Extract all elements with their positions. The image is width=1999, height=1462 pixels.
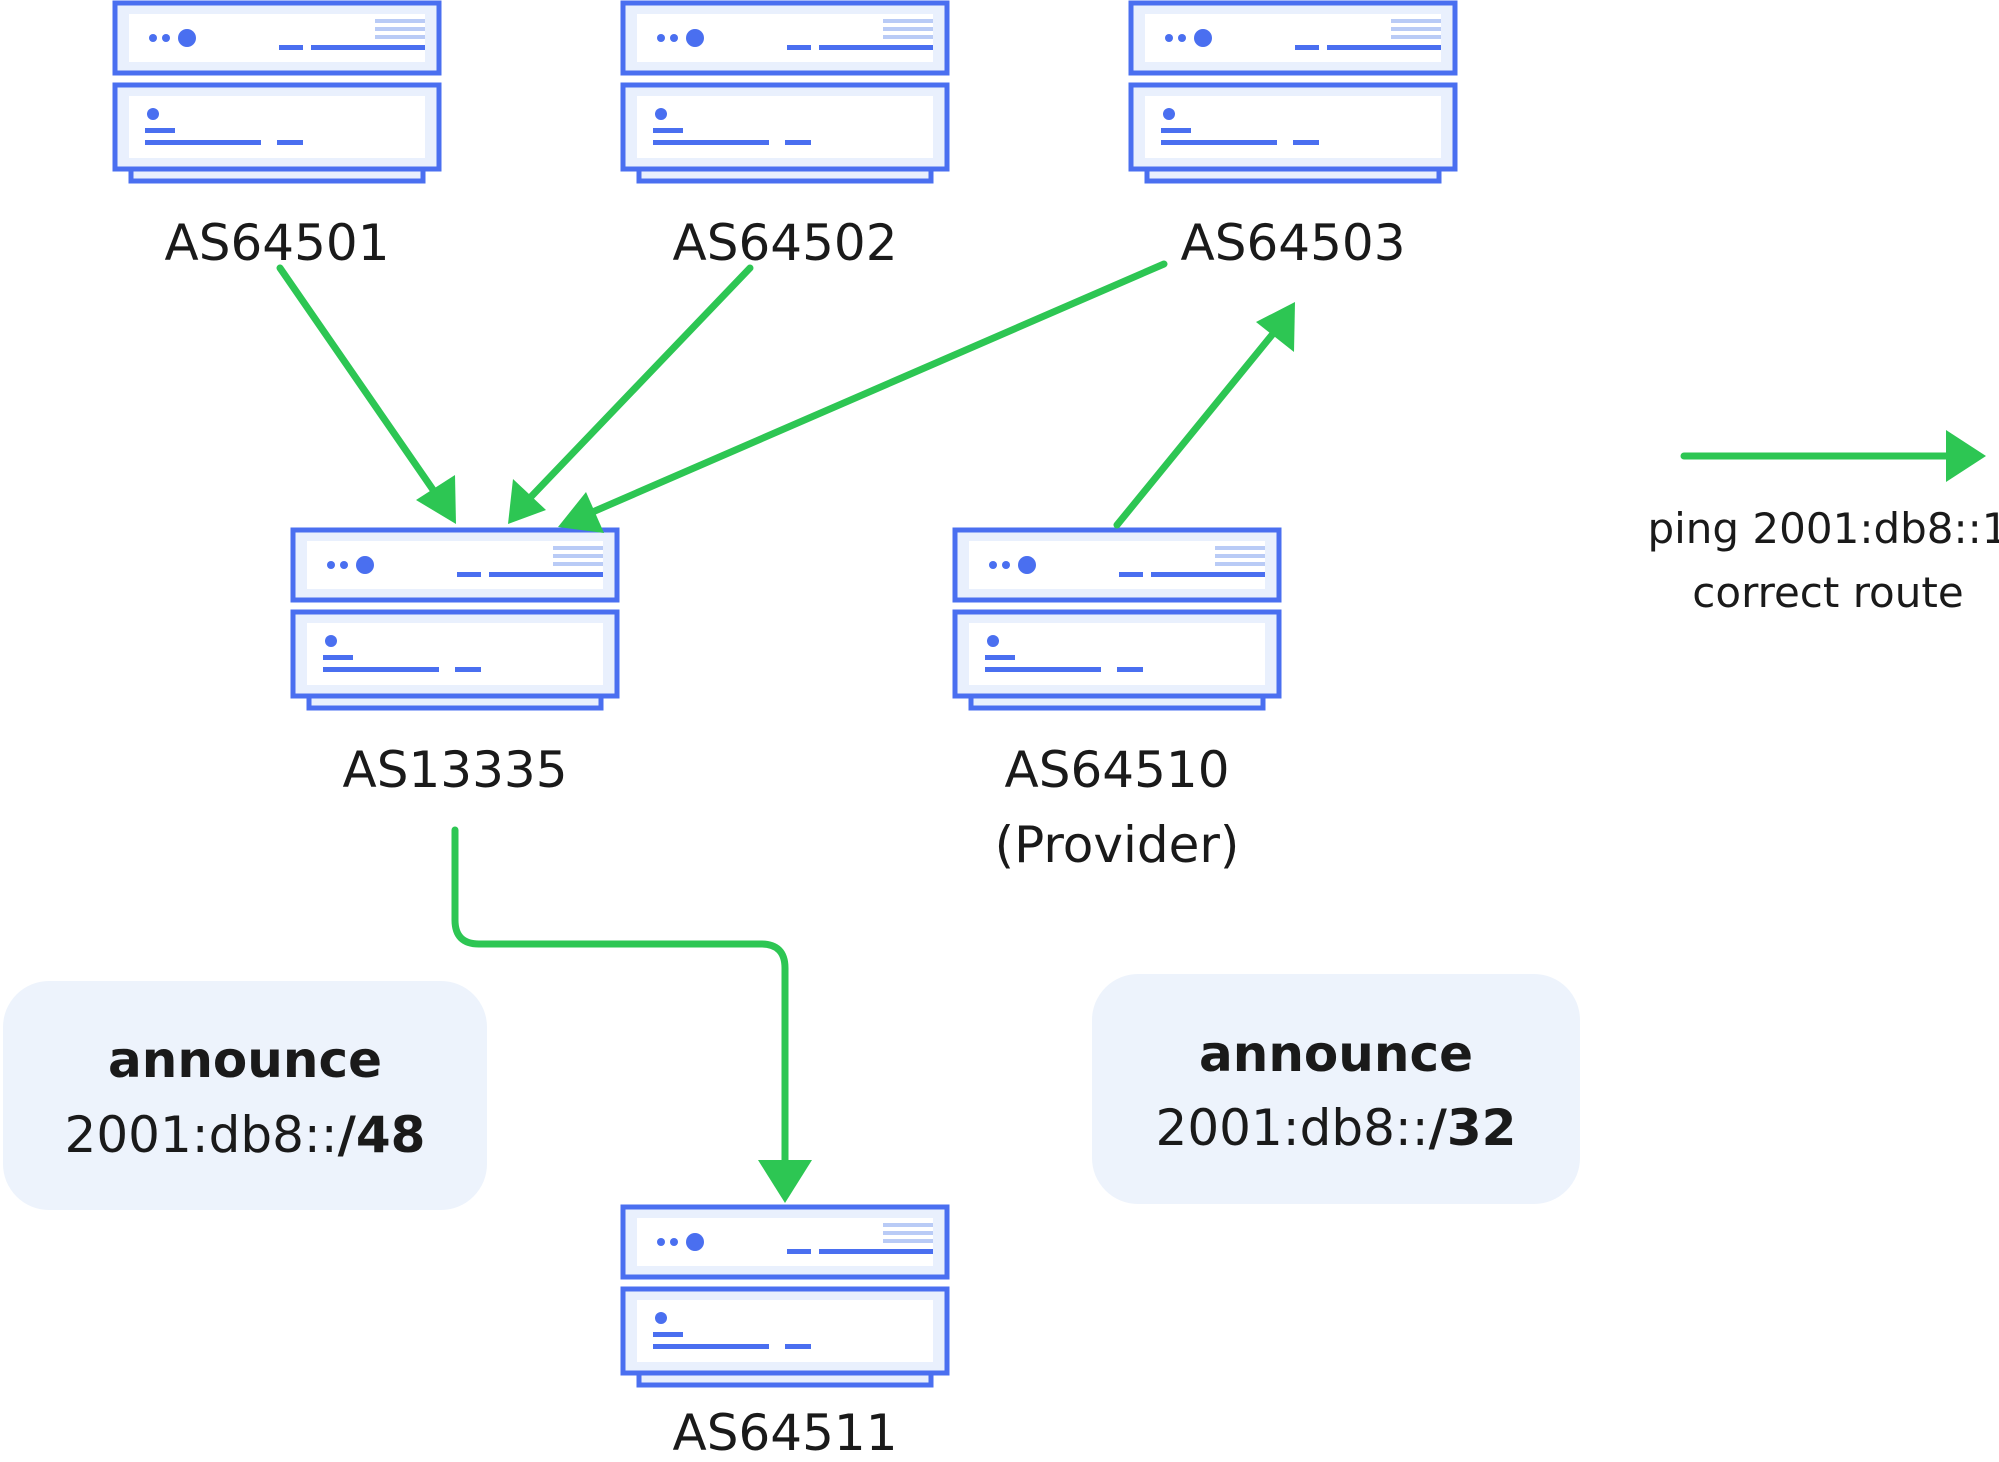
server-rack-icon	[1131, 3, 1455, 181]
route-as64503-to-as13335	[558, 260, 1168, 533]
node-as64511: AS64511	[623, 1207, 947, 1462]
route-as64501-to-as13335	[276, 264, 456, 524]
server-rack-icon	[115, 3, 439, 181]
announce-prefix-length: /48	[338, 1106, 426, 1164]
server-rack-icon	[955, 530, 1279, 708]
announce-box-right: announce 2001:db8::/32	[1092, 974, 1580, 1204]
announce-box-left: announce 2001:db8::/48	[3, 981, 487, 1210]
announce-prefix: 2001:db8::/32	[1156, 1099, 1517, 1157]
node-label: AS64501	[165, 214, 390, 272]
legend-label-ping: ping 2001:db8::1	[1647, 504, 1999, 553]
node-label: AS64511	[673, 1404, 898, 1462]
node-label: AS13335	[343, 741, 568, 799]
announce-prefix-length: /32	[1429, 1099, 1517, 1157]
legend: ping 2001:db8::1 correct route	[1647, 430, 1999, 617]
announce-title: announce	[1199, 1025, 1473, 1083]
announce-title: announce	[108, 1031, 382, 1089]
node-as64510: AS64510 (Provider)	[955, 530, 1279, 874]
node-as64502: AS64502	[623, 3, 947, 272]
route-as13335-to-as64511	[451, 826, 812, 1203]
announce-prefix-address: 2001:db8::	[1156, 1099, 1429, 1157]
legend-label-route: correct route	[1692, 568, 1963, 617]
node-as64501: AS64501	[115, 3, 439, 272]
announce-prefix: 2001:db8::/48	[65, 1106, 426, 1164]
arrow-right-icon	[1946, 430, 1986, 482]
route-as64510-to-as64503	[1113, 302, 1295, 529]
server-rack-icon	[293, 530, 617, 708]
node-label: AS64510	[1005, 741, 1230, 799]
route-as64502-to-as13335	[508, 264, 754, 524]
server-rack-icon	[623, 3, 947, 181]
node-as13335: AS13335	[293, 530, 617, 799]
node-as64503: AS64503	[1131, 3, 1455, 272]
announce-prefix-address: 2001:db8::	[65, 1106, 338, 1164]
node-label: AS64503	[1181, 214, 1406, 272]
node-sublabel: (Provider)	[995, 816, 1240, 874]
server-rack-icon	[623, 1207, 947, 1385]
node-label: AS64502	[673, 214, 898, 272]
